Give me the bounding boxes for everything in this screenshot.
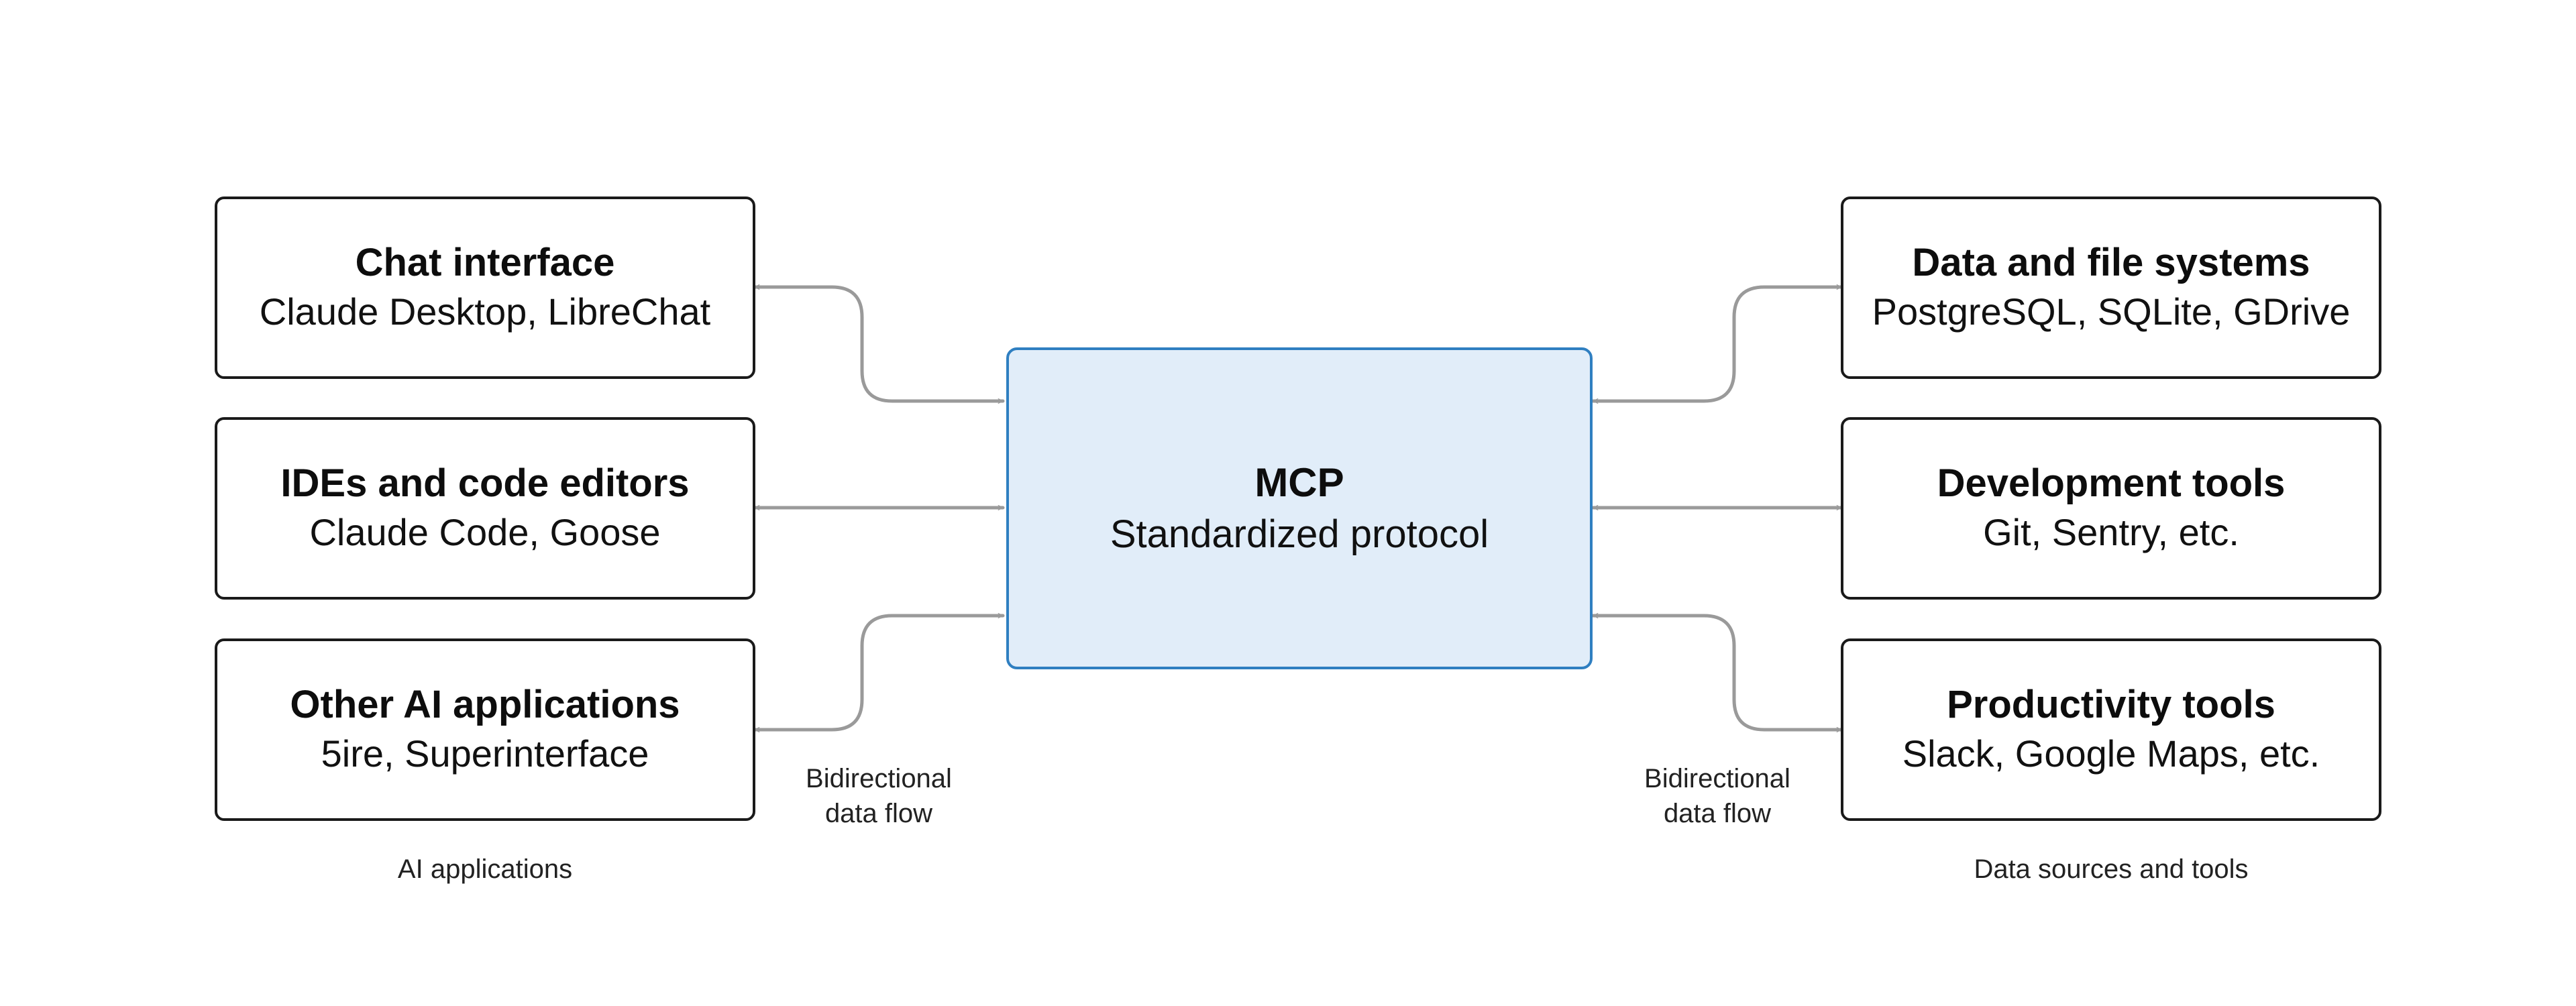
- node-title: Development tools: [1937, 461, 2286, 506]
- node-title: Other AI applications: [290, 683, 680, 727]
- flow-label-line: data flow: [1663, 799, 1772, 828]
- flow-label-line: Bidirectional: [1644, 764, 1790, 793]
- connector-other-ai-to-mcp: [753, 616, 1005, 730]
- flow-label-line: Bidirectional: [806, 764, 952, 793]
- node-subtitle: Slack, Google Maps, etc.: [1902, 732, 2320, 775]
- node-ides-code-editors: IDEs and code editors Claude Code, Goose: [215, 417, 755, 600]
- flow-label-left: Bidirectional data flow: [758, 761, 1000, 831]
- mcp-title: MCP: [1254, 460, 1344, 506]
- node-mcp: MCP Standardized protocol: [1006, 347, 1593, 669]
- connector-mcp-to-data: [1591, 287, 1843, 401]
- mcp-subtitle: Standardized protocol: [1110, 512, 1489, 557]
- caption-ai-applications: AI applications: [397, 854, 573, 884]
- node-subtitle: 5ire, Superinterface: [321, 732, 649, 775]
- node-title: Productivity tools: [1947, 683, 2275, 727]
- node-title: Data and file systems: [1912, 241, 2310, 285]
- node-productivity-tools: Productivity tools Slack, Google Maps, e…: [1841, 638, 2381, 821]
- node-data-file-systems: Data and file systems PostgreSQL, SQLite…: [1841, 197, 2381, 379]
- node-subtitle: Git, Sentry, etc.: [1983, 510, 2239, 553]
- node-development-tools: Development tools Git, Sentry, etc.: [1841, 417, 2381, 600]
- node-chat-interface: Chat interface Claude Desktop, LibreChat: [215, 197, 755, 379]
- node-title: IDEs and code editors: [280, 461, 690, 506]
- caption-data-sources-tools: Data sources and tools: [1974, 854, 2249, 884]
- node-title: Chat interface: [355, 241, 615, 285]
- node-subtitle: Claude Code, Goose: [309, 510, 661, 553]
- node-other-ai-applications: Other AI applications 5ire, Superinterfa…: [215, 638, 755, 821]
- flow-label-line: data flow: [824, 799, 933, 828]
- node-subtitle: PostgreSQL, SQLite, GDrive: [1872, 290, 2351, 333]
- connector-mcp-to-productivity: [1591, 616, 1843, 730]
- node-subtitle: Claude Desktop, LibreChat: [259, 290, 711, 333]
- connector-chat-to-mcp: [753, 287, 1005, 401]
- flow-label-right: Bidirectional data flow: [1597, 761, 1838, 831]
